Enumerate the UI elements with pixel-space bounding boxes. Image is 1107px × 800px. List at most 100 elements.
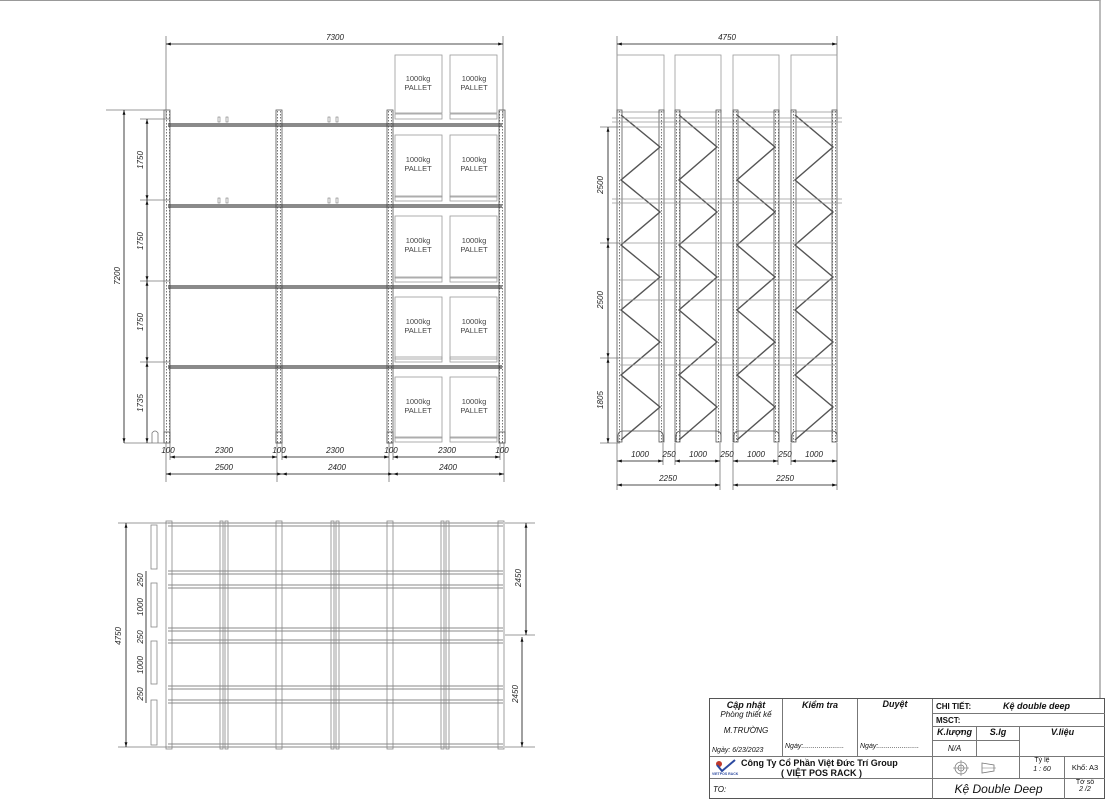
svg-text:1000kg: 1000kg [406, 155, 431, 164]
side-frames [616, 109, 838, 443]
svg-text:1000kg: 1000kg [462, 397, 487, 406]
side-view-labels: 4750 2500 2500 1805 1000 250 1000 250 10… [596, 33, 823, 483]
paper-size: Khổ: A3 [1065, 757, 1105, 779]
designer-name: M.TRƯỜNG [723, 726, 769, 735]
company-cell: VIETPOS RACK Công Ty Cổ Phần Việt Đức Tr… [710, 757, 933, 779]
svg-text:100: 100 [495, 446, 509, 455]
svg-text:4750: 4750 [114, 627, 123, 645]
svg-text:2500: 2500 [596, 291, 605, 310]
svg-text:PALLET: PALLET [460, 83, 488, 92]
front-uprights [163, 109, 506, 444]
svg-text:250: 250 [136, 573, 145, 588]
svg-text:2300: 2300 [214, 446, 233, 455]
scale-cell: Tỷ lệ 1 : 60 [1020, 757, 1065, 779]
plan-view [118, 520, 535, 750]
drawing-title: Kệ Double Deep [933, 779, 1065, 799]
msct-label: MSCT: [933, 714, 1105, 727]
svg-text:2500: 2500 [596, 176, 605, 195]
svg-text:2500: 2500 [214, 463, 233, 472]
company-name: Công Ty Cổ Phần Việt Đức Trí Group [741, 758, 898, 768]
svg-text:100: 100 [384, 446, 398, 455]
company-subtitle: ( VIỆT POS RACK ) [781, 768, 863, 778]
sheet-number-cell: Tờ số 2 /2 [1065, 779, 1105, 799]
detail-row: CHI TIẾT: Kệ double deep [933, 699, 1105, 714]
side-bracing [619, 114, 835, 441]
svg-text:PALLET: PALLET [460, 326, 488, 335]
svg-text:7200: 7200 [113, 267, 122, 285]
svg-text:1000kg: 1000kg [462, 155, 487, 164]
svg-text:PALLET: PALLET [460, 406, 488, 415]
title-block: Cập nhật Phòng thiết kế M.TRƯỜNG Ngày: 6… [709, 698, 1105, 799]
front-view-labels: 7300 7200 1750 1750 1750 1735 100 100 10… [113, 33, 509, 472]
approved-label: Duyệt [882, 699, 908, 709]
svg-text:1750: 1750 [136, 232, 145, 250]
svg-text:250: 250 [136, 630, 145, 645]
scale-label: Tỷ lệ [1034, 757, 1050, 764]
svg-text:PALLET: PALLET [460, 164, 488, 173]
to-label: TO: [710, 779, 933, 799]
svg-text:1000: 1000 [805, 450, 823, 459]
svg-text:PALLET: PALLET [404, 164, 432, 173]
svg-text:1000kg: 1000kg [406, 397, 431, 406]
svg-text:1000: 1000 [136, 598, 145, 616]
svg-text:PALLET: PALLET [460, 245, 488, 254]
scale-value: 1 : 60 [1033, 766, 1051, 773]
svg-text:1735: 1735 [136, 394, 145, 412]
svg-text:1000: 1000 [689, 450, 707, 459]
front-view [106, 36, 506, 482]
logo-text: VIETPOS RACK [712, 772, 739, 776]
svg-text:1000kg: 1000kg [462, 317, 487, 326]
qty-value [977, 741, 1020, 757]
svg-text:2300: 2300 [325, 446, 344, 455]
department: Phòng thiết kế [720, 710, 772, 719]
svg-text:1000kg: 1000kg [406, 317, 431, 326]
detail-value: Kệ double deep [1003, 701, 1071, 711]
sheet-label: Tờ số [1075, 779, 1095, 786]
weight-value: N/A [933, 741, 977, 757]
material-label: V.liệu [1020, 727, 1105, 757]
design-date: Ngày: 6/23/2023 [712, 747, 764, 754]
sheet-value: 2 /2 [1079, 786, 1091, 793]
svg-text:2300: 2300 [437, 446, 456, 455]
svg-text:PALLET: PALLET [404, 406, 432, 415]
pallet-labels: 1000kg PALLET 1000kg PALLET 1000kg PALLE… [404, 74, 488, 415]
updated-label: Cập nhật [726, 700, 766, 710]
svg-text:1750: 1750 [136, 313, 145, 331]
svg-text:250: 250 [777, 450, 792, 459]
svg-text:100: 100 [161, 446, 175, 455]
svg-text:250: 250 [136, 687, 145, 702]
approved-cell: Duyệt [858, 699, 933, 757]
svg-text:1000: 1000 [631, 450, 649, 459]
third-angle-projection-icon [953, 760, 996, 776]
checked-cell: Kiểm tra [783, 699, 858, 757]
designer-cell: Cập nhật Phòng thiết kế M.TRƯỜNG [710, 699, 783, 757]
checked-date: Ngày:..................... [785, 743, 845, 750]
svg-text:7300: 7300 [326, 33, 344, 42]
weight-label: K.lượng [933, 727, 977, 741]
svg-text:1000: 1000 [747, 450, 765, 459]
plan-view-labels: 4750 250 1000 250 1000 250 2450 2450 [114, 569, 523, 704]
front-pallets [394, 54, 498, 443]
svg-text:1000kg: 1000kg [462, 236, 487, 245]
svg-text:PALLET: PALLET [404, 245, 432, 254]
svg-text:1000kg: 1000kg [406, 74, 431, 83]
svg-text:2250: 2250 [658, 474, 677, 483]
qty-label: S.lg [977, 727, 1020, 741]
front-beams [168, 123, 502, 369]
checked-label: Kiểm tra [801, 700, 838, 710]
svg-text:4750: 4750 [718, 33, 736, 42]
detail-label: CHI TIẾT: [936, 702, 972, 711]
company-logo-icon [716, 759, 736, 773]
projection-symbol-cell [933, 757, 1020, 779]
svg-text:2400: 2400 [327, 463, 346, 472]
svg-text:1805: 1805 [596, 391, 605, 409]
svg-text:1000kg: 1000kg [406, 236, 431, 245]
svg-text:2450: 2450 [511, 685, 520, 704]
svg-text:1000: 1000 [136, 656, 145, 674]
svg-text:2450: 2450 [514, 569, 523, 588]
approved-date: Ngày:..................... [860, 743, 920, 750]
svg-text:250: 250 [661, 450, 676, 459]
